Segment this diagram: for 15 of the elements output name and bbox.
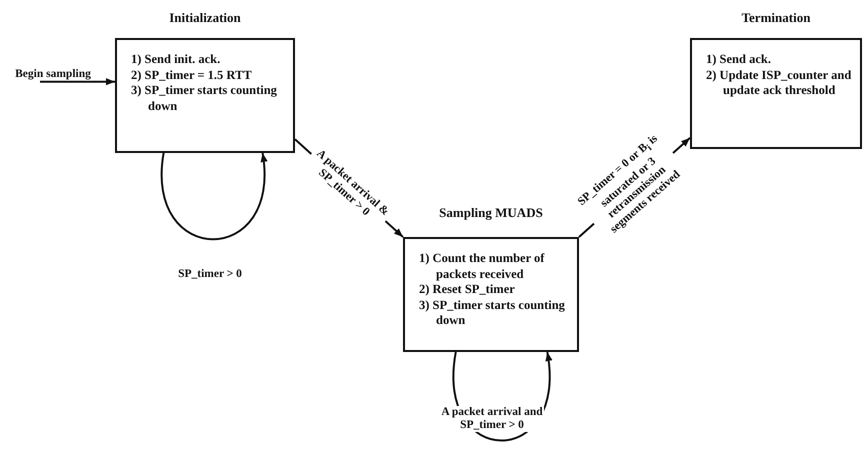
- action-text: 3) SP_timer starts counting down: [419, 298, 566, 328]
- action-text: 2) SP_timer = 1.5 RTT: [131, 68, 253, 83]
- state-title: Initialization: [169, 10, 241, 26]
- state-title: Sampling MUADS: [439, 205, 543, 221]
- edge-label: Begin sampling: [14, 68, 92, 81]
- transition-arrow: [40, 78, 115, 86]
- action-text: 2) Update ISP_counter and update ack threshold: [706, 68, 852, 98]
- self-loop-arrow: [160, 152, 267, 240]
- action-text: 1) Send ack.: [706, 52, 772, 68]
- action-text: 1) Send init. ack.: [131, 52, 222, 68]
- action-text: 1) Count the number of packets received: [419, 251, 546, 282]
- action-text: 3) SP_timer starts counting down: [131, 83, 278, 114]
- action-text: 2) Reset SP_timer: [419, 282, 516, 298]
- edge-label: A packet arrival and SP_timer > 0: [440, 406, 544, 432]
- state-title: Termination: [742, 10, 810, 26]
